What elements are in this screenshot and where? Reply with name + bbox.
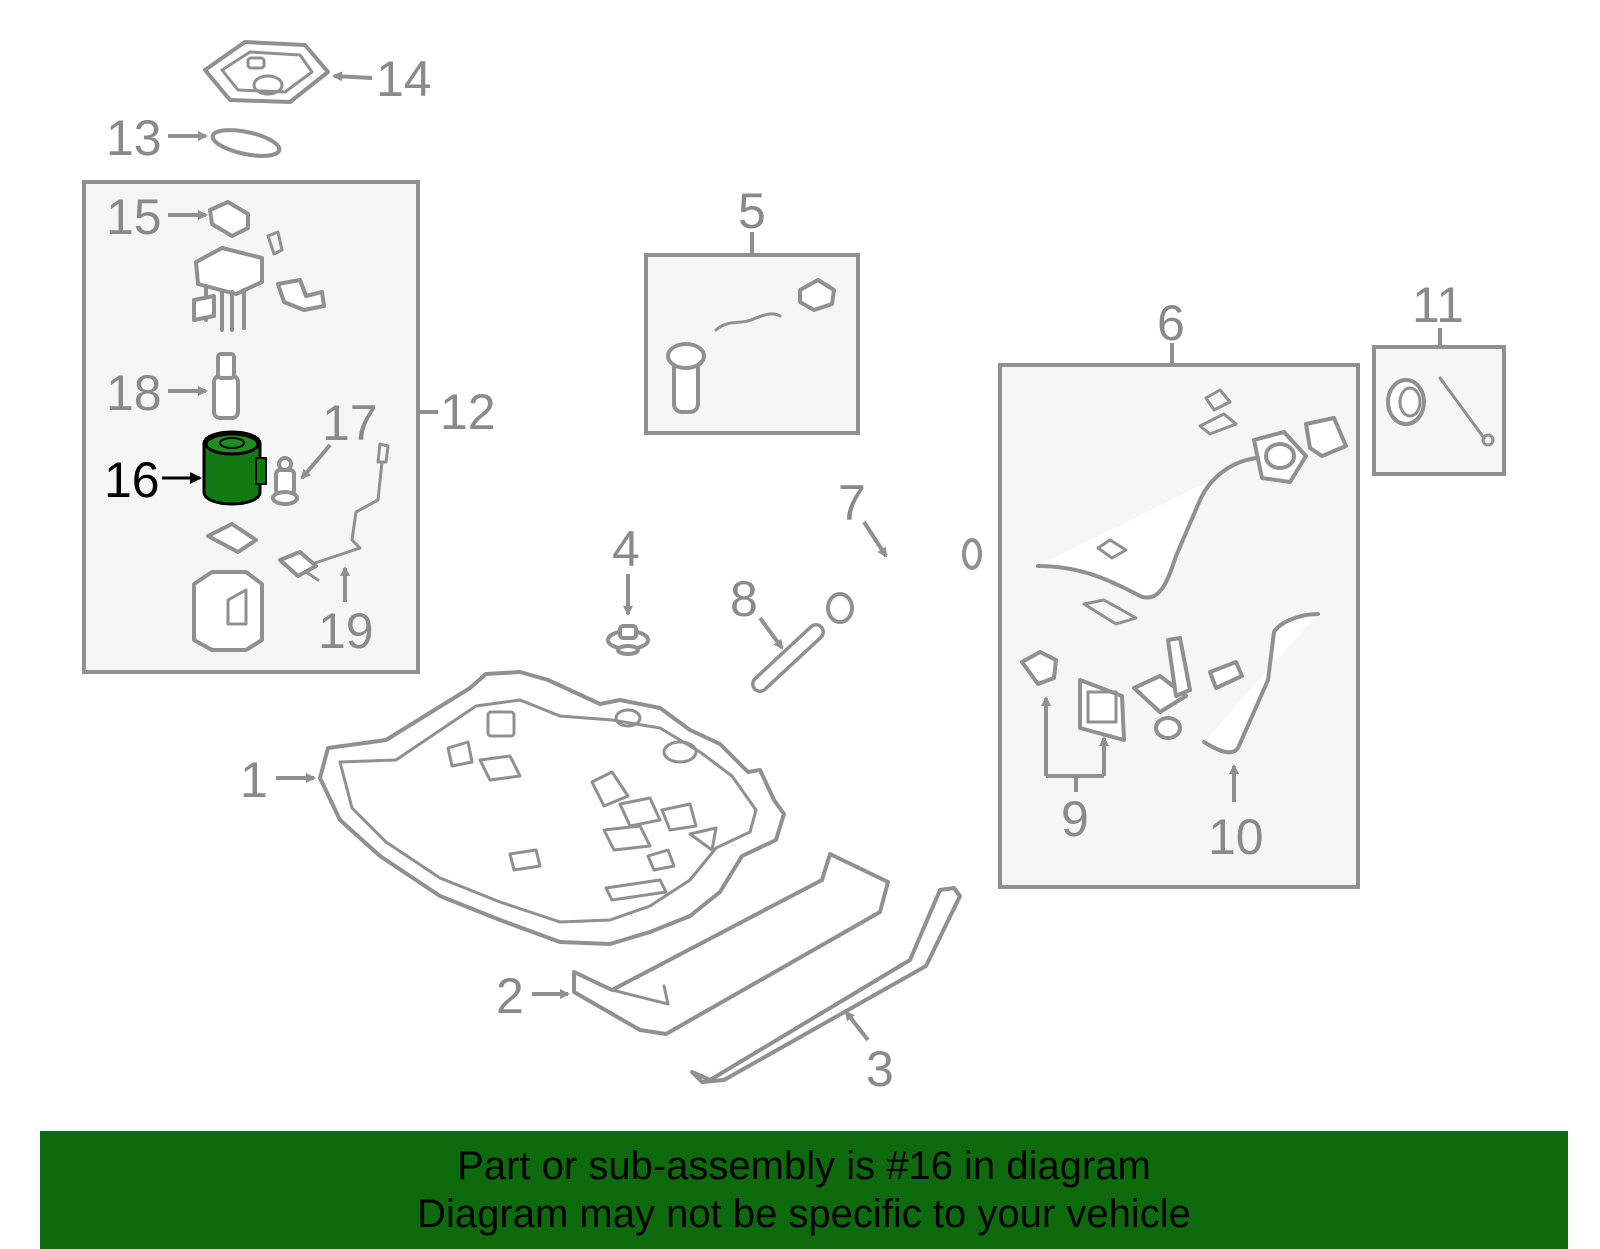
- part-16-fuel-filter: [202, 430, 267, 506]
- callout-10: 10: [1208, 809, 1264, 865]
- part-3-strap: [690, 886, 962, 1084]
- callout-19: 19: [318, 603, 374, 659]
- pump-housing: [192, 570, 264, 652]
- banner-line-2: Diagram may not be specific to your vehi…: [417, 1192, 1191, 1236]
- leader-7: [862, 520, 888, 558]
- parts-diagram: 14 13 12 15 18 16 17: [82, 40, 1506, 1097]
- part-13-gasket: [210, 128, 282, 158]
- callout-16: 16: [104, 452, 160, 508]
- banner-line-1: Part or sub-assembly is #16 in diagram: [457, 1144, 1151, 1188]
- part-9-bracket-set: [1020, 636, 1244, 742]
- part-2-heat-shield: [572, 852, 890, 1036]
- leader-17: [300, 443, 332, 480]
- callout-9: 9: [1061, 791, 1089, 847]
- part-4-grommet: [606, 624, 650, 656]
- leader-14: [332, 71, 373, 82]
- callout-17: 17: [322, 395, 378, 451]
- callout-18: 18: [106, 365, 162, 421]
- callout-14: 14: [376, 51, 432, 107]
- callout-13: 13: [106, 110, 162, 166]
- part-8-pipe: [751, 623, 825, 693]
- part-1-fuel-tank: [318, 670, 786, 946]
- part-19-level-sender: [278, 442, 390, 582]
- callout-8: 8: [730, 571, 758, 627]
- callout-3: 3: [866, 1041, 894, 1097]
- callout-2: 2: [496, 968, 524, 1024]
- part-11-cap-tether: [1386, 376, 1495, 447]
- part-10-vent-hose: [1202, 612, 1320, 755]
- callout-6: 6: [1157, 295, 1185, 351]
- leader-8: [758, 616, 784, 650]
- part-17-valve: [271, 456, 299, 506]
- part-15-clip: [208, 200, 284, 256]
- callout-11: 11: [1412, 277, 1464, 333]
- callout-4: 4: [612, 521, 640, 577]
- info-banner: Part or sub-assembly is #16 in diagram D…: [40, 1131, 1568, 1249]
- pump-flange: [192, 246, 326, 332]
- callout-7: 7: [838, 475, 866, 531]
- part-7-filler-hose: [826, 533, 982, 624]
- callout-12: 12: [440, 384, 496, 440]
- part-6-filler-neck: [1036, 388, 1348, 626]
- part-18-pump: [212, 352, 240, 420]
- callout-15: 15: [106, 189, 162, 245]
- leader-3: [844, 1010, 870, 1042]
- callout-1: 1: [240, 752, 268, 808]
- callout-5: 5: [738, 183, 766, 239]
- part-5-valve-hose: [666, 278, 836, 414]
- pump-gasket: [206, 522, 258, 554]
- part-14-cover: [203, 40, 330, 104]
